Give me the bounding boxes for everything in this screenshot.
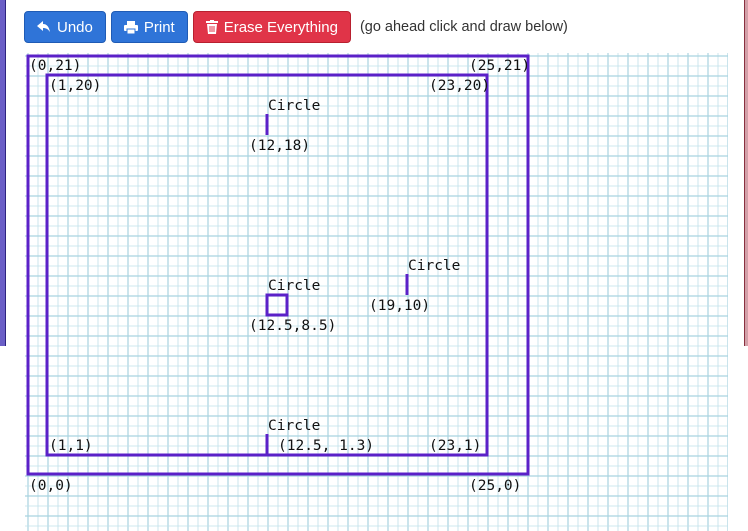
- inner-bottom-right-label: (23,1): [429, 438, 481, 454]
- circle-top-name: Circle: [268, 98, 320, 114]
- undo-label: Undo: [57, 18, 93, 36]
- canvas-background: [25, 53, 728, 531]
- canvas-svg[interactable]: (0,21) (25,21) (0,0) (25,0) (1,20) (23,2…: [25, 53, 728, 531]
- print-button[interactable]: Print: [110, 11, 188, 43]
- undo-arrow-icon: [37, 21, 51, 33]
- outer-top-left-label: (0,21): [29, 58, 81, 74]
- erase-label: Erase Everything: [223, 18, 338, 36]
- outer-rectangle[interactable]: [26, 54, 530, 476]
- right-edge-panel: [744, 0, 748, 346]
- circle-bottom-coord: (12.5, 1.3): [278, 438, 374, 454]
- circle-bottom-name: Circle: [268, 418, 320, 434]
- outer-bottom-left-label: (0,0): [29, 478, 73, 494]
- drawing-canvas[interactable]: (0,21) (25,21) (0,0) (25,0) (1,20) (23,2…: [25, 53, 728, 531]
- circle-center-name: Circle: [268, 278, 320, 294]
- print-label: Print: [143, 18, 175, 36]
- circle-center-mark[interactable]: [265, 293, 289, 317]
- undo-button[interactable]: Undo: [24, 11, 106, 43]
- drawing-hint: (go ahead click and draw below): [359, 19, 568, 35]
- circle-center-coord: (12.5,8.5): [249, 318, 336, 334]
- inner-top-right-label: (23,20): [429, 78, 490, 94]
- circle-top-coord: (12,18): [249, 138, 310, 154]
- outer-bottom-right-label: (25,0): [469, 478, 521, 494]
- circle-right-coord: (19,10): [369, 298, 430, 314]
- toolbar: Undo Print Erase Everything (go ahead cl…: [24, 11, 568, 43]
- left-edge-panel: [0, 0, 6, 346]
- erase-everything-button[interactable]: Erase Everything: [192, 11, 351, 43]
- printer-icon: [123, 20, 138, 34]
- inner-top-left-label: (1,20): [49, 78, 101, 94]
- circle-right-name: Circle: [408, 258, 460, 274]
- trash-icon: [205, 20, 218, 34]
- inner-bottom-left-label: (1,1): [49, 438, 93, 454]
- outer-top-right-label: (25,21): [469, 58, 530, 74]
